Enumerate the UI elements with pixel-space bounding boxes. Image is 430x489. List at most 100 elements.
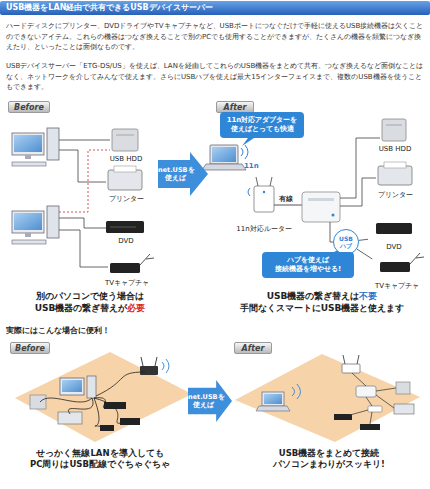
title-bar bbox=[0, 1, 430, 15]
device-node: USB HDD bbox=[98, 126, 154, 164]
tv-capture-icon bbox=[110, 263, 140, 273]
dvd-icon bbox=[106, 221, 144, 233]
server-panel bbox=[308, 198, 334, 201]
caption-text: USB機器の繋ぎ替えは bbox=[267, 291, 360, 301]
node-text: ハブを使えば 接続機器を増やせる! bbox=[264, 256, 352, 274]
before-after-tag: Before bbox=[8, 101, 50, 113]
arrow-body bbox=[188, 380, 232, 422]
caption-line: USB機器の繋ぎ替えが必要 bbox=[0, 303, 200, 314]
usb-cable bbox=[59, 150, 106, 182]
device-node: TVキャプチャ bbox=[96, 258, 158, 288]
device-node: プリンター bbox=[98, 164, 154, 204]
desktop-pc bbox=[12, 128, 59, 166]
usb-cable bbox=[340, 178, 376, 206]
node-text: 11n対応アダプターを 使えばとっても快適 bbox=[222, 116, 302, 134]
router bbox=[254, 177, 274, 212]
screen bbox=[264, 394, 282, 404]
section-heading: 実際にはこんな場合に便利！ bbox=[6, 326, 110, 336]
before-after-tag: Before bbox=[10, 342, 50, 354]
pc-tower bbox=[47, 206, 59, 238]
usb-cable bbox=[340, 138, 380, 198]
router-led bbox=[263, 191, 265, 193]
device-label: USB HDD bbox=[110, 155, 143, 164]
printer-icon bbox=[108, 170, 142, 190]
screen bbox=[62, 380, 82, 392]
screen bbox=[212, 147, 236, 162]
usb-cable bbox=[366, 397, 372, 406]
floor bbox=[235, 354, 420, 442]
monitor bbox=[12, 133, 44, 155]
screen bbox=[14, 213, 42, 230]
usb-cable bbox=[376, 395, 394, 408]
caption-text: 別のパソコンで使う場合は bbox=[36, 291, 144, 301]
hdd-icon bbox=[112, 129, 138, 151]
before-after-tag: After bbox=[234, 342, 272, 354]
device-node: DVD bbox=[98, 216, 154, 246]
caption-text: せっかく無線LANを導入しても PC周りはUSB配線でぐちゃぐちゃ bbox=[8, 448, 192, 470]
usb-cable bbox=[59, 218, 106, 228]
desktop-pc bbox=[12, 206, 59, 244]
caption-text: USB機器の繋ぎ替えが bbox=[35, 303, 128, 313]
laptop-lid bbox=[210, 145, 238, 164]
connection-label: 11n bbox=[244, 162, 259, 171]
tangled-cables bbox=[40, 372, 145, 428]
floor bbox=[15, 352, 192, 442]
wireless-router bbox=[342, 364, 360, 373]
node-text: After bbox=[224, 103, 247, 112]
server-led bbox=[332, 214, 335, 217]
node-text: net.USBを 使えば bbox=[188, 393, 219, 409]
block-arrow: net.USBを 使えば bbox=[158, 152, 208, 196]
monitor bbox=[60, 378, 84, 395]
block-arrow: net.USBを 使えば bbox=[188, 380, 232, 422]
caption-line: 手間なくスマートにUSB機器と使えます bbox=[212, 303, 430, 314]
dvd-icon bbox=[360, 424, 380, 430]
device-node: プリンター bbox=[366, 158, 424, 200]
usb-hub bbox=[368, 406, 382, 412]
caption-text: 不要 bbox=[359, 291, 377, 301]
usb-cable bbox=[357, 249, 372, 259]
tv-capture-icon bbox=[380, 262, 410, 272]
wireless-waves bbox=[248, 188, 250, 196]
wireless-waves bbox=[292, 384, 301, 399]
usb-cable bbox=[350, 410, 368, 415]
pc-tower bbox=[47, 128, 59, 160]
printer-icon bbox=[394, 404, 414, 414]
device-node: TVキャプチャ bbox=[366, 259, 428, 291]
usb-cables bbox=[330, 138, 380, 242]
wireless-waves bbox=[241, 145, 248, 159]
router-antenna bbox=[343, 355, 359, 364]
router-body bbox=[254, 186, 274, 212]
device-label: プリンター bbox=[109, 195, 144, 204]
pc-tower bbox=[87, 376, 96, 398]
hdd-icon bbox=[382, 119, 406, 141]
usb-cable bbox=[59, 230, 108, 267]
wireless-router bbox=[140, 366, 158, 375]
usb-cable bbox=[94, 398, 106, 428]
device-node: DVD bbox=[368, 220, 420, 252]
device-label: DVD bbox=[386, 243, 401, 252]
device-label: USB HDD bbox=[379, 145, 412, 154]
monitor-stand bbox=[25, 155, 31, 159]
usb-cables bbox=[59, 140, 110, 267]
printer-paper bbox=[114, 166, 136, 172]
wireless-waves bbox=[162, 359, 169, 373]
node-text: Before bbox=[14, 103, 44, 112]
router-antenna bbox=[270, 177, 272, 186]
device-node: 11n対応ルーター bbox=[232, 176, 296, 234]
lan-cable bbox=[352, 373, 366, 386]
device-label: 11n対応ルーター bbox=[236, 225, 291, 234]
usb-cable bbox=[59, 140, 110, 141]
monitor bbox=[12, 211, 44, 233]
title-text: USB機器をLAN経由で共有できるUSBデバイスサーバー bbox=[6, 2, 213, 14]
usb-cable bbox=[40, 398, 92, 402]
hdd-icon bbox=[30, 395, 46, 409]
usb-cable bbox=[376, 388, 396, 391]
dvd-tray bbox=[110, 227, 136, 228]
device-label: TVキャプチャ bbox=[105, 279, 149, 288]
arrow-body bbox=[158, 152, 208, 196]
usb-device-server bbox=[356, 386, 376, 397]
neat-cables bbox=[350, 373, 396, 424]
usb-device-icon bbox=[100, 425, 114, 431]
